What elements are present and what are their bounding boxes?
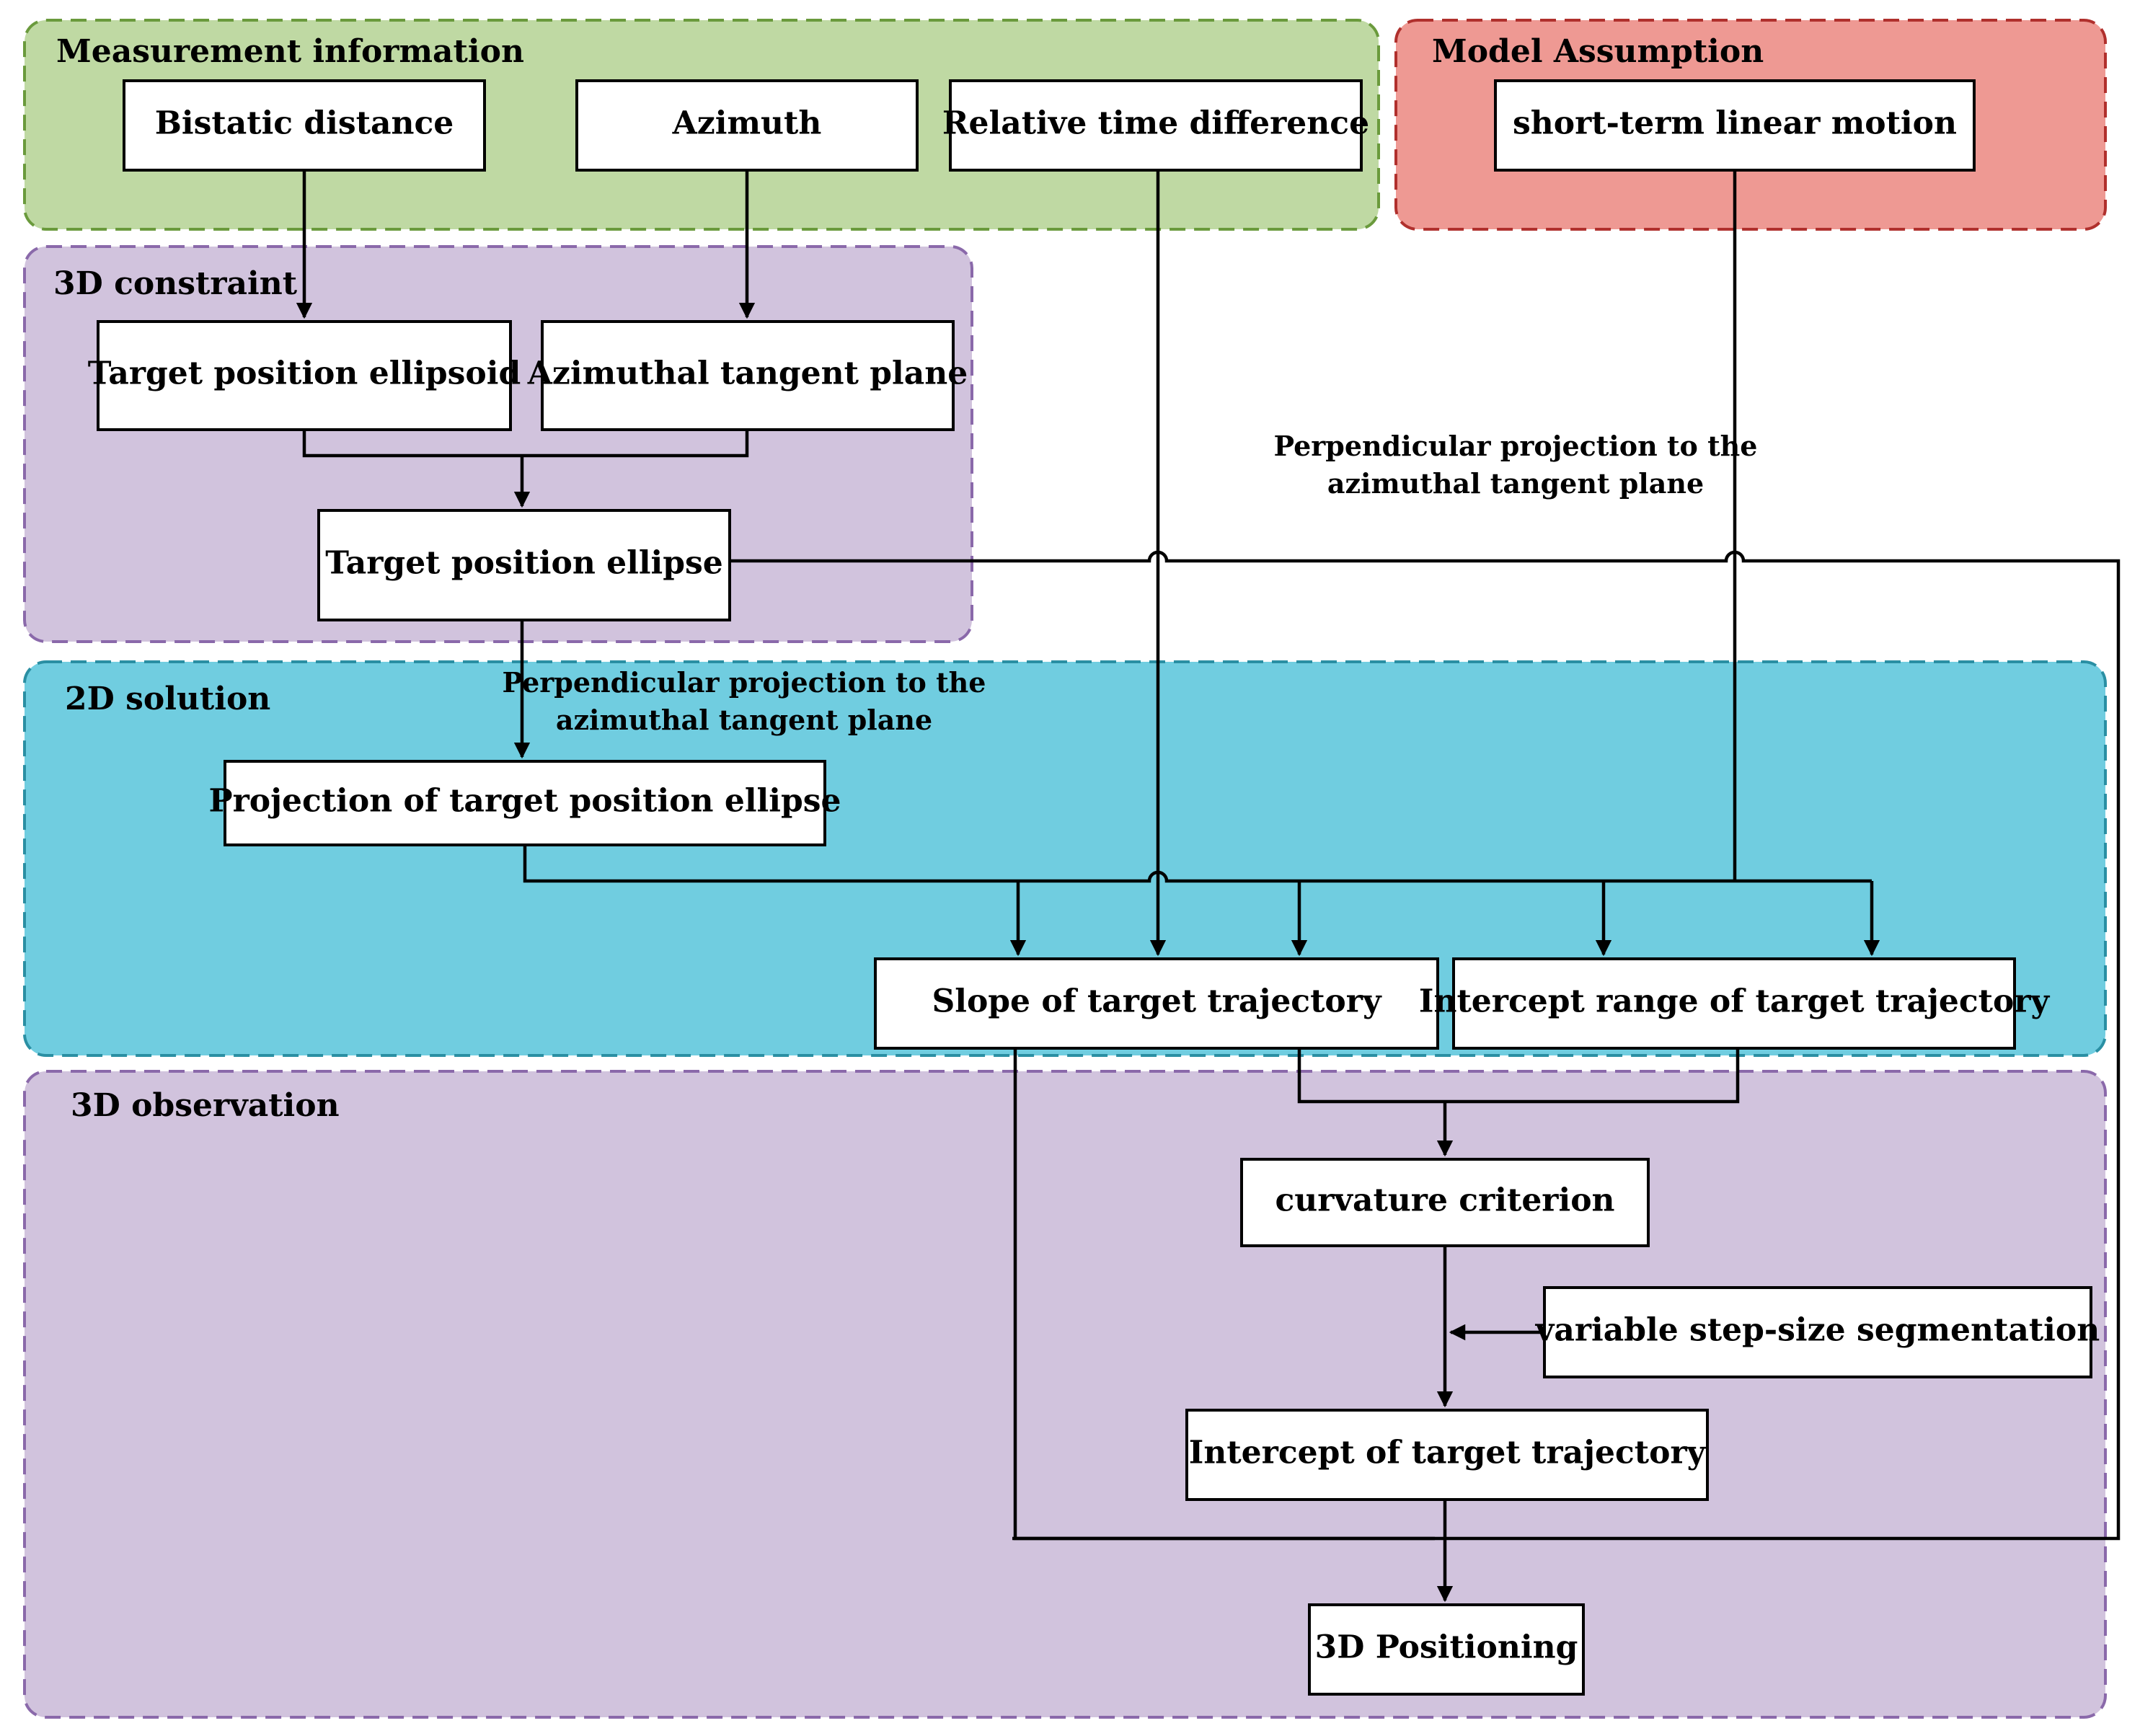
node-box — [317, 509, 731, 621]
node-label: 3D Positioning — [1315, 1629, 1578, 1666]
node-intercept-range-of-target-trajectory: Intercept range of target trajectory — [1419, 957, 2051, 1050]
node-label: Relative time difference — [942, 105, 1369, 142]
node-intercept-of-target-trajectory: Intercept of target trajectory — [1185, 1409, 1709, 1501]
node-label: Projection of target position ellipse — [209, 783, 841, 820]
note-upper-projection: Perpendicular projection to the azimutha… — [1274, 430, 1758, 500]
node-box — [1452, 957, 2016, 1050]
note-line-1: Perpendicular projection to the — [1274, 430, 1758, 462]
node-label: Azimuth — [672, 105, 822, 142]
node-label: Target position ellipsoid — [88, 355, 521, 392]
node-3d-positioning: 3D Positioning — [1308, 1603, 1585, 1696]
node-box — [949, 79, 1363, 172]
node-label: Intercept of target trajectory — [1189, 1435, 1707, 1471]
note-line-1: Perpendicular projection to the — [503, 666, 986, 699]
node-label: variable step-size segmentation — [1535, 1312, 2100, 1349]
node-bistatic-distance: Bistatic distance — [123, 79, 486, 172]
node-box — [575, 79, 919, 172]
note-lower-projection: Perpendicular projection to the azimutha… — [503, 666, 986, 736]
group-label: 3D observation — [71, 1087, 340, 1124]
group-3d-observation: 3D observation — [23, 1070, 2107, 1719]
note-line-2: azimuthal tangent plane — [1327, 467, 1704, 500]
node-label: Slope of target trajectory — [932, 983, 1382, 1020]
merge-ellipsoid-tangent — [302, 430, 749, 458]
group-panel — [23, 1070, 2107, 1719]
node-label: Intercept range of target trajectory — [1419, 983, 2051, 1020]
node-label: short-term linear motion — [1513, 105, 1957, 142]
node-relative-time-difference: Relative time difference — [942, 79, 1369, 172]
line-ellipse-to-positioning — [730, 550, 2121, 1541]
node-label: Azimuthal tangent plane — [527, 355, 968, 392]
connectors — [296, 170, 2121, 1603]
merge-slope-intercept — [1297, 1048, 1740, 1104]
group-label: Model Assumption — [1432, 33, 1764, 70]
node-box — [1308, 1603, 1585, 1696]
node-short-term-linear-motion: short-term linear motion — [1494, 79, 1976, 172]
group-label: Measurement information — [56, 33, 524, 70]
group-label: 2D solution — [65, 681, 270, 717]
node-projection-of-target-position-ellipse: Projection of target position ellipse — [209, 760, 841, 846]
line-slope-to-positioning — [1013, 1048, 1435, 1541]
node-label: curvature criterion — [1275, 1182, 1614, 1219]
node-box — [541, 320, 955, 431]
node-label: Bistatic distance — [155, 105, 454, 142]
node-target-position-ellipse: Target position ellipse — [317, 509, 731, 621]
node-label: Target position ellipse — [325, 545, 723, 582]
node-box — [1240, 1158, 1650, 1247]
node-variable-step-size-segmentation: variable step-size segmentation — [1535, 1286, 2100, 1378]
node-box — [97, 320, 512, 431]
node-azimuthal-tangent-plane: Azimuthal tangent plane — [527, 320, 968, 431]
node-box — [123, 79, 486, 172]
node-curvature-criterion: curvature criterion — [1240, 1158, 1650, 1247]
note-line-2: azimuthal tangent plane — [556, 704, 932, 736]
group-label: 3D constraint — [53, 265, 298, 302]
node-box — [874, 957, 1439, 1050]
node-box — [1543, 1286, 2092, 1378]
node-azimuth: Azimuth — [575, 79, 919, 172]
node-slope-of-target-trajectory: Slope of target trajectory — [874, 957, 1439, 1050]
node-box — [1494, 79, 1976, 172]
node-box — [1185, 1409, 1709, 1501]
node-target-position-ellipsoid: Target position ellipsoid — [88, 320, 521, 431]
bus-projection — [523, 845, 1872, 883]
node-box — [224, 760, 826, 846]
